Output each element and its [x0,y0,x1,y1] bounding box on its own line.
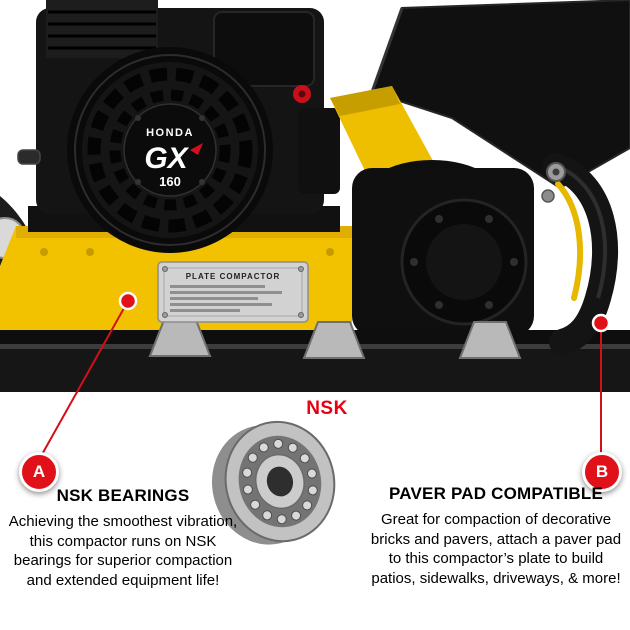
fuel-valve-center [298,90,306,98]
callout-b-dot [591,313,611,333]
recoil-handle [17,149,41,165]
engine-displacement-text: 160 [159,174,181,189]
air-cleaner [213,11,315,87]
engine-model-text: GX [144,142,189,175]
spec-plate-lines [170,285,282,312]
bearing-image [211,420,336,545]
fuel-tank [370,0,630,190]
callout-a-marker: A [19,452,59,492]
spec-plate: PLATE COMPACTOR [157,261,309,323]
handle-bar [541,153,619,355]
nsk-logo: NSK [306,398,348,419]
bearing-rollers [242,438,318,525]
callout-b-body: Great for compaction of decorative brick… [370,511,622,587]
latch-wire [555,181,584,301]
callout-a-body: Achieving the smoothest vibration, this … [8,513,238,589]
engine-brand-text: HONDA [146,127,194,139]
cylinder-fins [46,0,158,58]
callout-b-marker: B [582,452,622,492]
callout-b: PAVER PAD COMPATIBLE Great for compactio… [366,484,626,588]
fan-cover: HONDA GX 160 [67,47,273,253]
spec-plate-title: PLATE COMPACTOR [186,272,281,281]
honda-engine-logo: HONDA GX 160 [144,127,203,189]
mounting-brackets [148,319,522,359]
callout-b-title: PAVER PAD COMPATIBLE [389,484,603,503]
carburetor [298,108,340,194]
callout-a: NSK BEARINGS Achieving the smoothest vib… [2,486,244,590]
honda-red-accent [190,143,203,155]
exciter-housing [352,160,534,336]
callout-a-title: NSK BEARINGS [56,486,190,505]
spec-plate-screws [162,266,304,318]
callout-a-line [39,300,129,459]
callout-a-dot [118,291,138,311]
